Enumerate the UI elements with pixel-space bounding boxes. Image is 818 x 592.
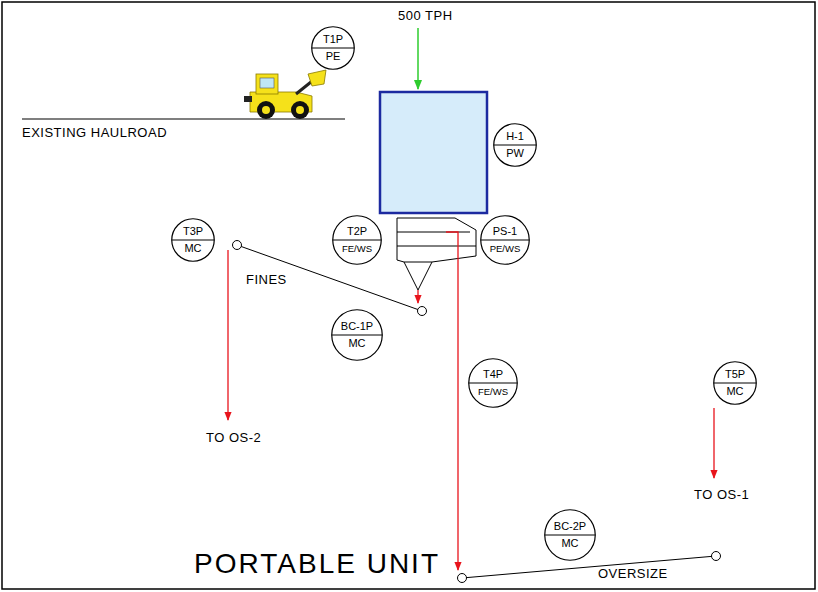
- callout-ring: [332, 310, 383, 361]
- flow-label: OVERSIZE: [598, 566, 668, 581]
- callout-ring: [172, 219, 215, 262]
- callout-divider: [333, 240, 382, 241]
- callout-outline: [713, 361, 757, 405]
- feed-arrow: [417, 28, 419, 89]
- oversize-discharge-arrow: [713, 408, 714, 478]
- control-code: MC: [544, 537, 596, 550]
- callout-circle: T2P FE/WS: [332, 215, 382, 265]
- callout-circle: T5P MC: [713, 361, 757, 405]
- oversize-conveyor: [458, 552, 721, 583]
- callout-ring: [714, 362, 757, 405]
- tag-number: T4P: [468, 368, 518, 381]
- callout-ring: [469, 359, 518, 408]
- callout-circle: BC-1P MC: [331, 309, 383, 361]
- flow-label: TO OS-2: [206, 430, 261, 445]
- control-code: PE/WS: [480, 242, 530, 255]
- control-code: MC: [331, 337, 383, 350]
- tag-number: PS-1: [480, 225, 530, 238]
- callout-circle: T3P MC: [171, 218, 215, 262]
- control-code: MC: [171, 242, 215, 255]
- screen: [397, 218, 476, 290]
- fines-discharge-arrow: [227, 250, 228, 420]
- callout-outline: [332, 215, 382, 265]
- callout-outline: [544, 509, 596, 561]
- tag-number: T5P: [713, 368, 757, 381]
- fines-conveyor: [233, 241, 427, 316]
- tag-number: T1P: [311, 33, 355, 46]
- callout-divider: [545, 535, 596, 536]
- callout-outline: [468, 358, 518, 408]
- callout-ring: [494, 124, 537, 167]
- control-code: PW: [493, 147, 537, 160]
- callout-outline: [331, 309, 383, 361]
- tag-number: T2P: [332, 225, 382, 238]
- callout-outline: [311, 26, 355, 70]
- callout-ring: [481, 216, 530, 265]
- control-code: FE/WS: [332, 242, 382, 255]
- callout-circle: T1P PE: [311, 26, 355, 70]
- callout-outline: [493, 123, 537, 167]
- callout-ring: [312, 27, 355, 70]
- callout-circle: H-1PW: [493, 123, 537, 167]
- callout-circle: T4P FE/WS: [468, 358, 518, 408]
- callout-ring: [545, 510, 596, 561]
- hopper: [380, 92, 487, 213]
- tag-number: T3P: [171, 225, 215, 238]
- callout-divider: [172, 240, 215, 241]
- fines-drop-arrow: [417, 290, 418, 303]
- control-code: FE/WS: [468, 385, 518, 398]
- callout-circle: BC-2P MC: [544, 509, 596, 561]
- callout-divider: [312, 48, 355, 49]
- control-code: MC: [713, 385, 757, 398]
- callout-divider: [481, 240, 530, 241]
- haulroad-line: [22, 118, 345, 119]
- flow-label: 500 TPH: [398, 8, 453, 23]
- callout-divider: [469, 383, 518, 384]
- control-code: PE: [311, 50, 355, 63]
- callout-divider: [332, 335, 383, 336]
- callout-circle: PS-1PE/WS: [480, 215, 530, 265]
- tag-number: BC-1P: [331, 320, 383, 333]
- callout-ring: [333, 216, 382, 265]
- flow-label: TO OS-1: [694, 487, 749, 502]
- callout-outline: [171, 218, 215, 262]
- tag-number: BC-2P: [544, 520, 596, 533]
- loader-illustration: [244, 70, 326, 119]
- drawing-title: PORTABLE UNIT: [194, 548, 440, 580]
- flow-label: FINES: [246, 272, 287, 287]
- callout-outline: [480, 215, 530, 265]
- oversize-drop-arrow: [446, 232, 458, 570]
- callout-divider: [714, 383, 757, 384]
- callout-divider: [494, 145, 537, 146]
- tag-number: H-1: [493, 130, 537, 143]
- flow-label: EXISTING HAULROAD: [22, 125, 167, 140]
